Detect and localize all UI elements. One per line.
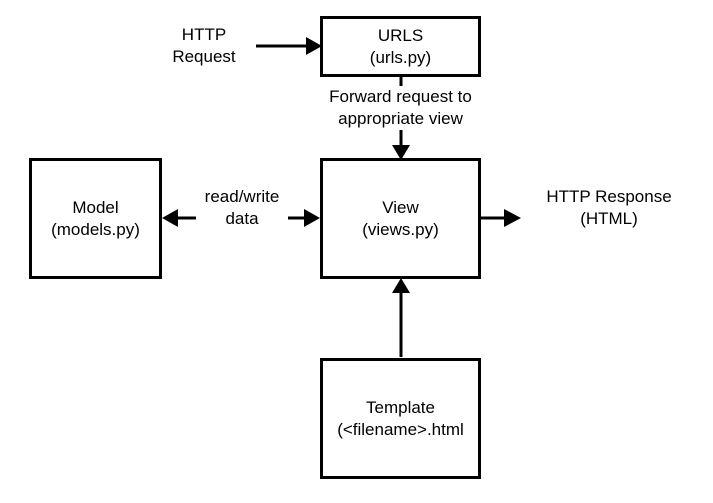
- node-urls-title: URLS: [377, 25, 424, 45]
- node-urls-subtitle: (urls.py): [369, 47, 432, 67]
- label-http-request-line1: HTTP: [181, 25, 227, 44]
- label-http-request: HTTP Request: [150, 24, 258, 68]
- label-http-response-line2: (HTML): [580, 208, 638, 228]
- label-forward-line2: appropriate view: [338, 108, 463, 128]
- node-template-subtitle: (<filename>.html: [337, 419, 464, 439]
- arrow-view-to-response: [481, 209, 521, 227]
- label-http-request-line2: Request: [172, 46, 236, 66]
- label-forward-request: Forward request to appropriate view: [313, 86, 488, 130]
- node-view-subtitle: (views.py): [362, 219, 439, 239]
- arrow-request-to-urls: [256, 37, 322, 55]
- node-template-title: Template: [366, 397, 435, 417]
- arrow-template-to-view: [392, 278, 410, 357]
- label-readwrite-line2: data: [225, 208, 259, 228]
- label-readwrite-line1: read/write: [204, 187, 280, 206]
- node-model-subtitle: (models.py): [51, 219, 140, 239]
- node-view[interactable]: View (views.py): [320, 158, 481, 279]
- node-model[interactable]: Model (models.py): [29, 158, 162, 279]
- node-view-title: View: [382, 197, 419, 217]
- label-http-response-line1: HTTP Response: [546, 187, 672, 206]
- label-http-response: HTTP Response (HTML): [524, 186, 694, 230]
- node-model-title: Model: [72, 197, 119, 217]
- node-urls[interactable]: URLS (urls.py): [320, 16, 481, 77]
- label-forward-line1: Forward request to: [329, 87, 472, 106]
- label-read-write-data: read/write data: [196, 186, 288, 230]
- node-template[interactable]: Template (<filename>.html: [320, 358, 481, 479]
